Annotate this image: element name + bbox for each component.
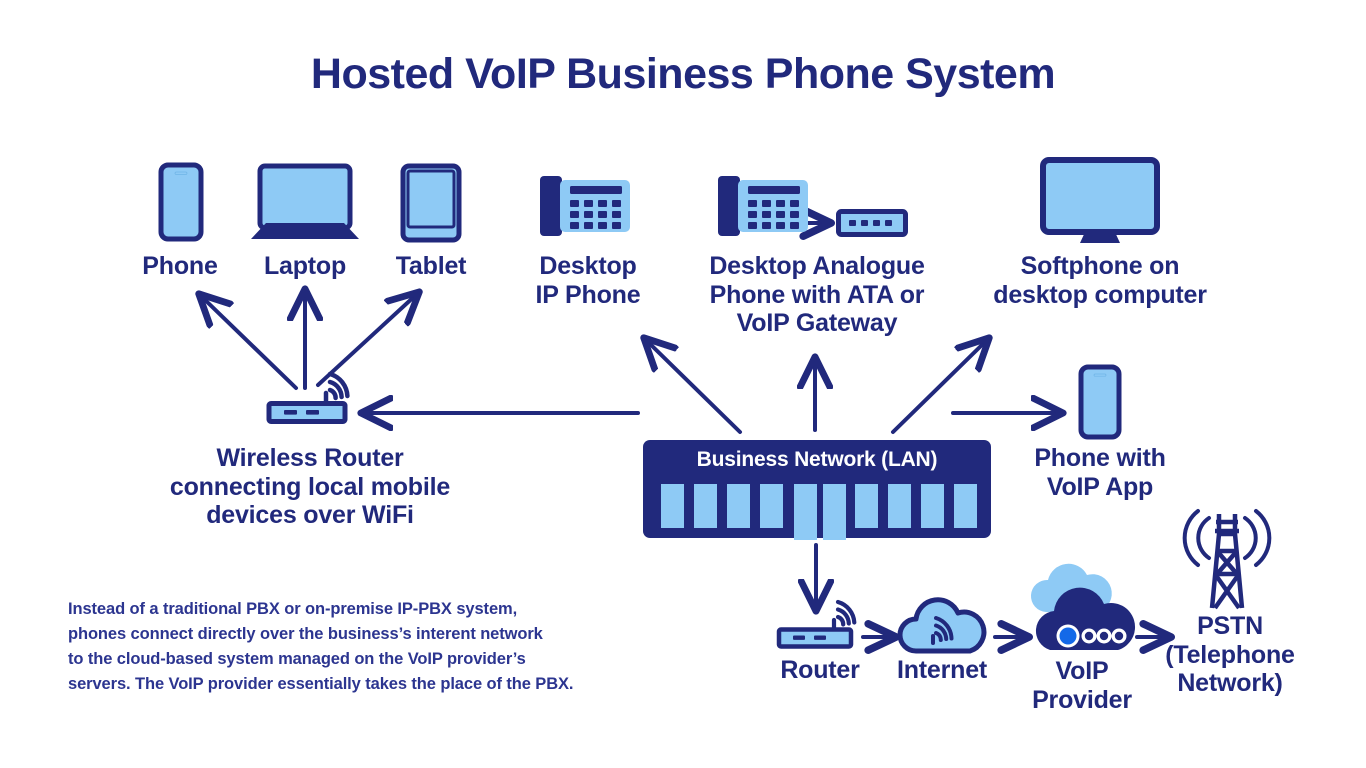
label-tablet: Tablet [395, 252, 467, 280]
arrow-router-to-tablet [316, 294, 417, 387]
caption-line: to the cloud-based system managed on the… [68, 650, 526, 669]
arrow-router-to-phone [201, 296, 298, 390]
label-internet: Internet [896, 656, 988, 684]
lan-port [694, 484, 717, 528]
label-line: IP Phone [535, 280, 641, 309]
arrow-lan-to-ip-phone [646, 340, 742, 434]
label-analogue-phone: Desktop Analogue Phone with ATA or VoIP … [672, 252, 962, 338]
lan-port [921, 484, 944, 528]
label-phone: Phone [142, 252, 218, 280]
label-line: Desktop [539, 252, 637, 280]
cell-tower-icon [1182, 509, 1272, 610]
label-line: VoIP [1055, 657, 1109, 685]
label-line: Desktop Analogue [709, 252, 925, 280]
cloud-server-icon [1030, 563, 1136, 650]
label-router: Router [780, 656, 860, 684]
lan-port [794, 484, 817, 540]
label-line: Phone with ATA or [709, 280, 925, 309]
wifi-router-icon [776, 599, 857, 649]
monitor-icon [1040, 157, 1160, 243]
business-network-lan-box[interactable]: Business Network (LAN) [643, 440, 991, 540]
lan-port [888, 484, 911, 528]
page-title: Hosted VoIP Business Phone System [310, 50, 1056, 98]
label-voip-provider: VoIP Provider [1005, 657, 1159, 714]
label-line: PSTN [1197, 612, 1263, 640]
laptop-icon [251, 163, 359, 239]
lan-port [954, 484, 977, 528]
cloud-wifi-icon [897, 597, 987, 654]
label-line: desktop computer [993, 280, 1207, 309]
ata-device-icon [836, 209, 908, 237]
caption-line: phones connect directly over the busines… [68, 625, 543, 644]
lan-port [661, 484, 684, 528]
wifi-router-icon [266, 371, 350, 424]
label-line: devices over WiFi [206, 501, 414, 529]
caption-text: Instead of a traditional PBX or on-premi… [68, 597, 678, 697]
label-pstn: PSTN (Telephone Network) [1140, 612, 1320, 698]
tablet-icon [400, 163, 462, 243]
label-line: Phone with [1034, 444, 1166, 472]
arrow-lan-to-softphone [891, 340, 987, 434]
label-desktop-ip-phone: Desktop IP Phone [498, 252, 678, 309]
smartphone-icon [158, 162, 204, 242]
lan-port [855, 484, 878, 528]
label-line: VoIP Gateway [736, 309, 898, 337]
label-softphone: Softphone on desktop computer [968, 252, 1232, 309]
lan-port [727, 484, 750, 528]
smartphone-icon [1078, 364, 1122, 440]
label-laptop: Laptop [263, 252, 347, 280]
label-line: Softphone on [1020, 252, 1180, 280]
caption-line: servers. The VoIP provider essentially t… [68, 675, 574, 694]
lan-port [760, 484, 783, 528]
label-line: VoIP App [1046, 472, 1154, 501]
lan-label: Business Network (LAN) [696, 448, 938, 471]
lan-port [823, 484, 846, 540]
label-wireless-router: Wireless Router connecting local mobile … [150, 444, 470, 530]
label-line: connecting local mobile [169, 472, 451, 501]
desk-phone-ata-icon [718, 176, 808, 236]
caption-line: Instead of a traditional PBX or on-premi… [68, 600, 518, 618]
label-phone-voip-app: Phone with VoIP App [1000, 444, 1200, 501]
label-line: Network) [1177, 669, 1283, 697]
label-line: Provider [1032, 685, 1132, 714]
desk-phone-icon [540, 176, 630, 236]
label-line: (Telephone [1165, 640, 1295, 669]
label-line: Wireless Router [216, 444, 404, 472]
